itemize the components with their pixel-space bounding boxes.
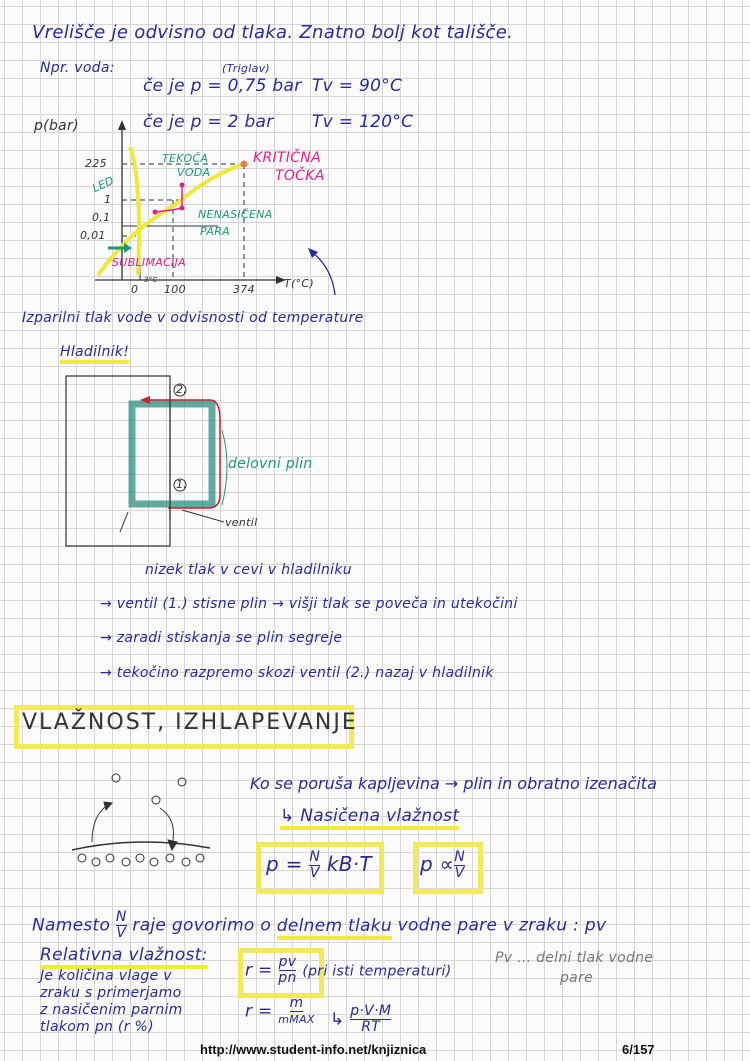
relative-desc: Je količina vlage v xyxy=(40,968,172,984)
formula-highlight xyxy=(238,948,324,998)
x-tick: 0 xyxy=(131,283,139,296)
footer-url[interactable]: http://www.student-info.net/knjiznica xyxy=(200,1042,427,1057)
diagram-caption: Izparilni tlak vode v odvisnosti od temp… xyxy=(22,310,364,326)
relative-desc: tlakom pn (r %) xyxy=(40,1019,154,1035)
intro-line: Vrelišče je odvisno od tlaka. Znatno bol… xyxy=(32,22,514,43)
pv-note: Pv ... delni tlak vodne xyxy=(495,950,654,966)
fridge-note: nizek tlak v cevi v hladilniku xyxy=(145,562,352,578)
y-tick: 225 xyxy=(85,157,107,170)
fridge-note: → zaradi stiskanja se plin segreje xyxy=(100,630,343,646)
y-tick: 0,01 xyxy=(80,229,106,242)
fridge-drawing xyxy=(65,375,228,547)
x-tick: 100 xyxy=(164,283,186,296)
y-axis-label: p(bar) xyxy=(34,118,79,134)
region-liquid: VODA xyxy=(177,166,211,179)
y-axis-arrow-icon xyxy=(118,120,126,130)
x-tick: 374 xyxy=(233,283,255,296)
y-tick: 0,1 xyxy=(92,211,111,224)
fridge-note: → tekočino razpremo skozi ventil (2.) na… xyxy=(100,665,494,681)
relative-humidity-title: Relativna vlažnost: xyxy=(40,945,208,969)
y-tick: 1 xyxy=(104,193,112,206)
page-number: 6/157 xyxy=(622,1042,655,1057)
critical-point xyxy=(240,160,248,168)
region-vapor: PARA xyxy=(200,225,230,238)
valve1-label: 1. xyxy=(176,478,188,491)
melting-curve xyxy=(128,146,141,276)
relative-desc: zraku s primerjamo xyxy=(40,985,182,1001)
section-heading: VLAŽNOST, IZHLAPEVANJE xyxy=(22,710,358,735)
phase-diagram xyxy=(95,120,336,296)
triglav-note: (Triglav) xyxy=(222,62,271,75)
relative-desc: z nasičenim parnim xyxy=(40,1002,183,1018)
fridge-note: → ventil (1.) stisne plin → višji tlak s… xyxy=(100,596,518,612)
example-label: Npr. voda: xyxy=(40,60,115,76)
valve2-label: 2. xyxy=(176,383,188,396)
case2: če je p = 2 bar xyxy=(143,112,274,132)
valve-label: ventil xyxy=(225,516,258,529)
region-liquid: TEKOČA xyxy=(162,152,209,165)
fridge-title: Hladilnik! xyxy=(60,344,130,364)
region-vapor: NENASIČENA xyxy=(198,208,273,221)
heading-highlight xyxy=(14,705,354,749)
x-tick: 3°C xyxy=(144,276,158,284)
vaporization-curve xyxy=(96,162,245,277)
evaporation-drawing xyxy=(71,773,211,867)
critical-point-label: KRITIČNA xyxy=(253,150,321,166)
region-sublimation: SUBLIMACIJA xyxy=(112,256,186,269)
pv-note: pare xyxy=(560,970,594,986)
formula-highlight xyxy=(413,842,483,894)
saturated-label: ↳ Nasičena vlažnost xyxy=(280,806,460,830)
x-axis-arrow-icon xyxy=(276,276,286,284)
equilibrium-text: Ko se poruša kapljevina → plin in obratn… xyxy=(250,774,657,793)
case1: če je p = 0,75 bar xyxy=(143,76,302,96)
critical-point-label: TOČKA xyxy=(275,168,325,184)
formula-highlight xyxy=(256,842,384,894)
gas-label: delovni plin xyxy=(228,456,313,472)
case2-result: Tv = 120°C xyxy=(312,112,414,132)
x-axis-label: T(°C) xyxy=(284,277,314,290)
case1-result: Tv = 90°C xyxy=(312,76,403,96)
